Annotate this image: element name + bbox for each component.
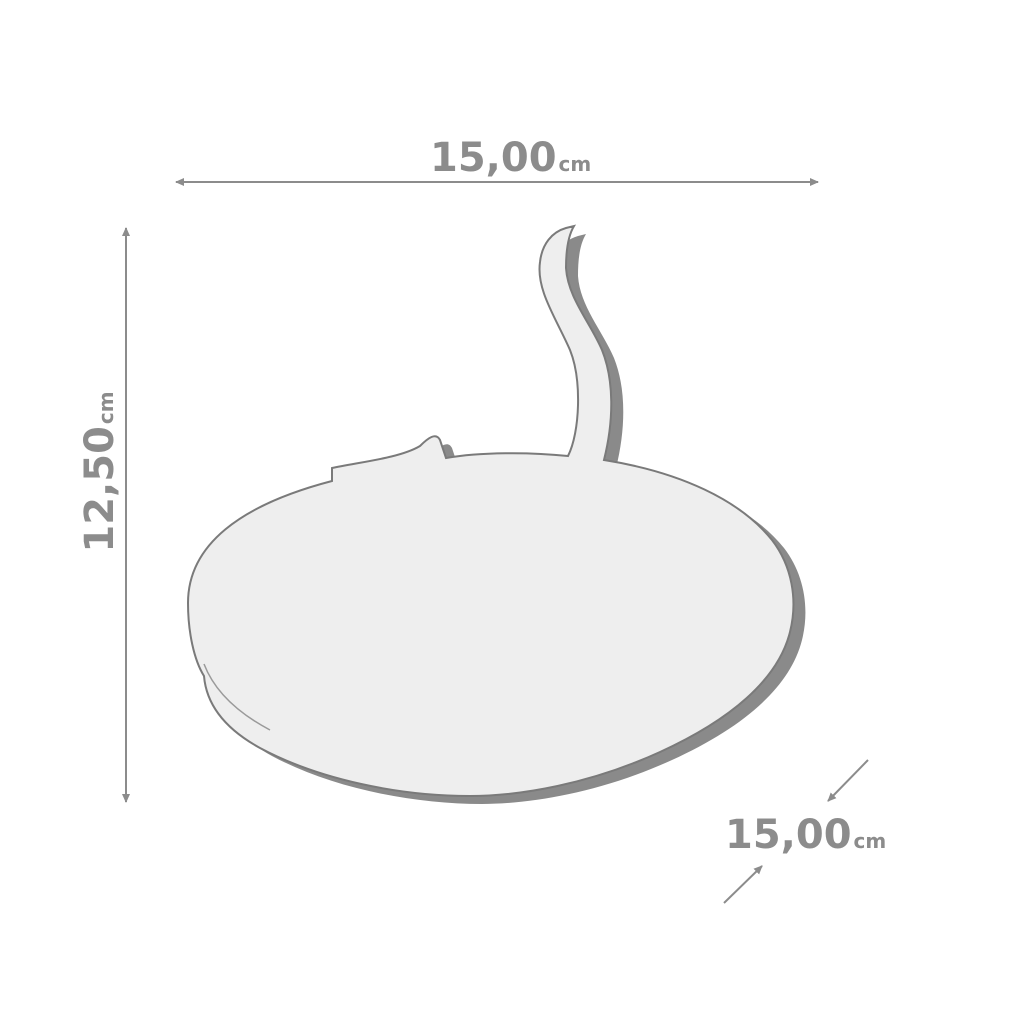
depth-unit: cm [853,829,887,853]
width-value: 15,00 [430,135,557,181]
depth-arrow-lower [723,865,763,904]
depth-arrow-upper [827,759,869,802]
width-unit: cm [558,152,592,176]
height-label: 12,50cm [77,391,123,553]
object-body [186,224,795,798]
object-illustration [186,224,795,798]
height-value: 12,50 [77,426,123,553]
height-unit: cm [94,391,118,425]
object-rim-line [203,663,271,731]
depth-value: 15,00 [725,812,852,858]
